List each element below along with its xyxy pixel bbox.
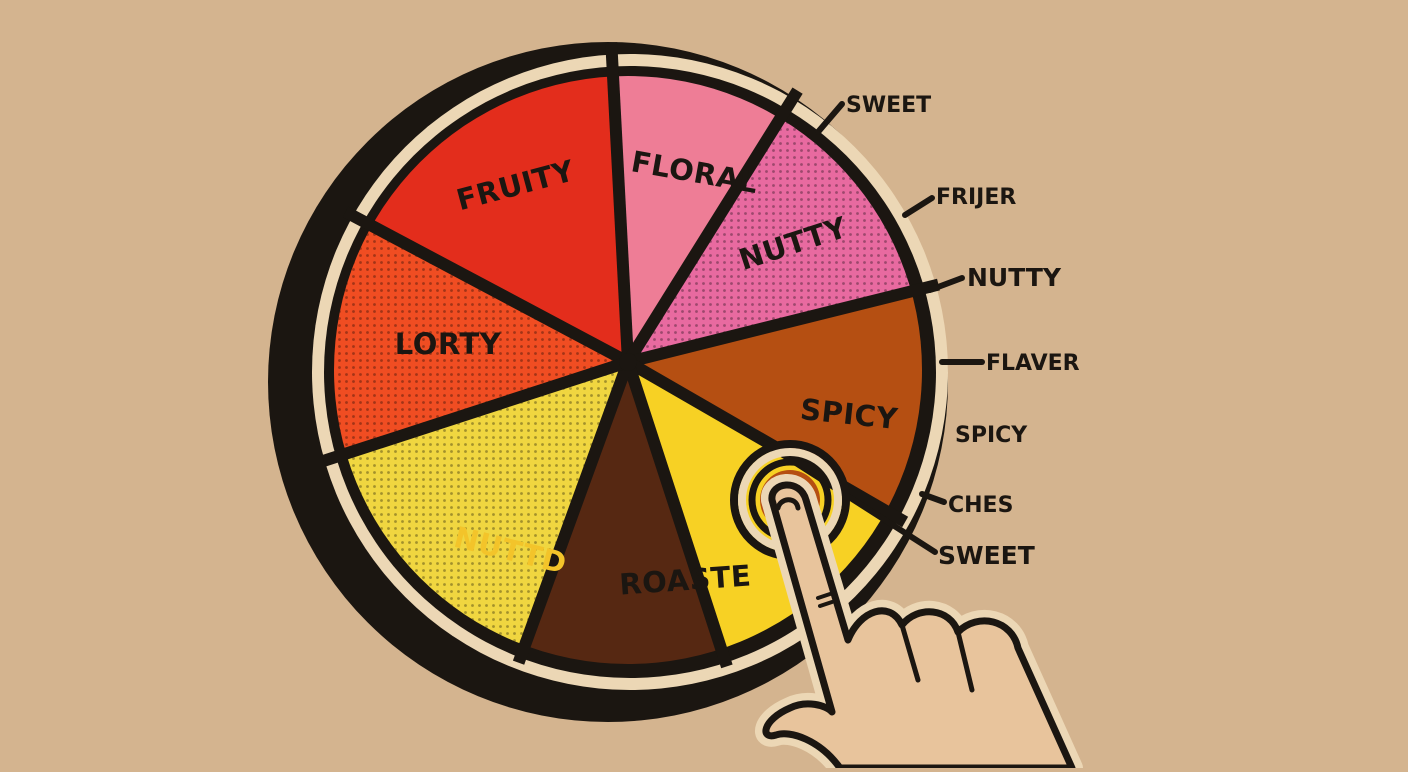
side-label-flaver: FLAVER	[986, 351, 1080, 376]
wheel-divider	[622, 360, 733, 669]
wheel-wedge-halftone	[334, 211, 628, 461]
side-label-ches: CHES	[948, 493, 1013, 518]
wheel-wedge[interactable]	[518, 362, 727, 682]
wheel-divider	[605, 42, 634, 363]
pointing-hand-icon	[755, 474, 1083, 772]
side-labels: SWEET FRIJER NUTTY FLAVER SPICY CHES SWE…	[846, 93, 1080, 570]
side-label-sweet-top: SWEET	[846, 93, 931, 118]
wheel-divider	[321, 356, 630, 467]
side-label-nutty: NUTTY	[967, 263, 1062, 292]
wheel-dividers	[321, 42, 940, 669]
wheel-divider	[342, 206, 631, 368]
side-label-spicy: SPICY	[955, 423, 1028, 448]
wheel-divider	[512, 359, 634, 665]
wheel-divider	[626, 278, 940, 368]
wheel-hub	[619, 353, 637, 371]
wheel-wedge[interactable]	[611, 42, 798, 362]
wheel-divider	[622, 87, 803, 366]
side-label-sweet-bottom: SWEET	[938, 541, 1035, 570]
wedge-label-lorty: LORTY	[395, 327, 502, 361]
side-label-frijer: FRIJER	[936, 185, 1016, 210]
